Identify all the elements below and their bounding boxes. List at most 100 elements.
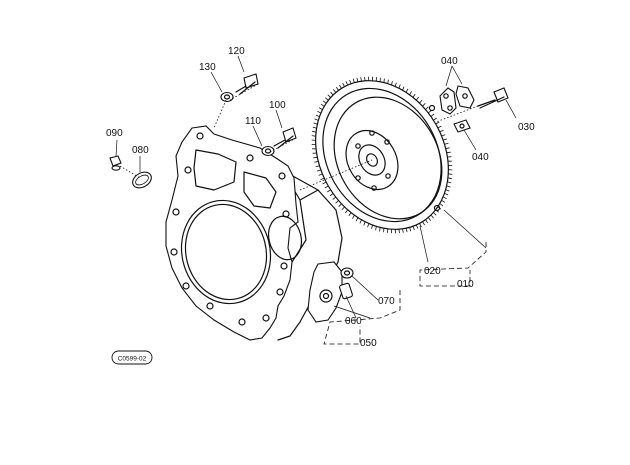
cover-bolt — [339, 282, 353, 300]
lock-plate-hole — [447, 105, 453, 111]
flywheel-bolt-030-shank — [477, 96, 505, 109]
flywheel-hub-bore — [358, 144, 386, 176]
housing-cutout — [243, 171, 277, 209]
label-110: 110 — [245, 116, 261, 127]
part-labels: 120 130 100 110 090 080 040 030 040 020 … — [106, 46, 535, 349]
flywheel-bolt-hole — [371, 185, 377, 191]
flywheel-bolt-030-head — [493, 87, 509, 103]
plug-bolt-090-collar — [111, 165, 121, 171]
washer-130 — [220, 91, 234, 103]
housing-cutout — [193, 149, 237, 191]
washer-110-hole — [264, 148, 272, 154]
bracket-050 — [323, 290, 401, 345]
center-axis-line — [299, 159, 373, 191]
washer-130-hole — [223, 94, 231, 100]
bracket-010 — [419, 242, 487, 287]
leader-lines — [115, 55, 517, 319]
leader-060 — [345, 295, 357, 319]
flywheel-bolt-hole — [384, 139, 390, 145]
lock-plate-040-upper — [439, 87, 457, 115]
label-050: 050 — [360, 338, 377, 349]
housing-bolt-hole — [170, 248, 178, 256]
cover-plug-080-inner — [135, 174, 149, 186]
cover-washer-hole — [343, 270, 351, 276]
housing-bolt-hole — [182, 282, 190, 290]
flywheel-ring-gear-teeth — [311, 76, 453, 234]
label-040-lower: 040 — [472, 152, 489, 163]
label-070: 070 — [378, 296, 395, 307]
housing-bolt-hole — [184, 166, 192, 174]
cover-assembly — [307, 261, 354, 323]
housing-bolt-hole — [238, 318, 246, 326]
bolt-100-shank — [273, 135, 294, 149]
lock-plate-hole — [462, 93, 468, 99]
cover-plug-080 — [132, 171, 152, 189]
leader-100 — [275, 109, 283, 129]
flywheel-bolt-hole — [369, 130, 375, 136]
label-040-upper: 040 — [441, 56, 458, 67]
housing-main-bore-inner — [184, 203, 268, 301]
drawing-code: C0599-02 — [118, 356, 147, 363]
leader-040-lower — [463, 129, 477, 151]
drawing-code-tag: C0599-02 — [111, 350, 153, 365]
bolt-120-axis — [229, 83, 259, 101]
housing-bolt-hole — [282, 210, 290, 218]
assembly-lines — [119, 83, 479, 191]
bolt-030-axis — [435, 105, 479, 123]
housing-flange — [165, 125, 299, 341]
housing-bolt-hole — [262, 314, 270, 322]
housing-main-bore — [180, 199, 272, 305]
bolt-120-axis-ext — [213, 99, 227, 129]
leader-110 — [252, 125, 263, 147]
leader-130 — [210, 71, 223, 93]
housing-bolt-hole — [280, 262, 288, 270]
cover-hole-inner — [322, 292, 330, 300]
flywheel-bolt-hole — [385, 173, 391, 179]
group-brackets — [323, 209, 487, 345]
flywheel-bolts — [439, 85, 509, 133]
label-130: 130 — [199, 62, 216, 73]
label-010: 010 — [457, 279, 474, 290]
leader-040-upper-b — [451, 65, 463, 85]
bracket-050-lead — [333, 305, 371, 319]
bracket-010-lead — [443, 209, 487, 249]
label-060: 060 — [345, 316, 362, 327]
cover-plate — [307, 261, 343, 323]
lock-plate-hole — [443, 93, 449, 99]
lock-plate-hole — [459, 123, 465, 129]
bolt-120-shank — [235, 81, 256, 95]
cover-washer — [340, 267, 354, 279]
flywheel-pin-hole — [433, 204, 441, 212]
housing-back-shell — [205, 131, 343, 341]
label-100: 100 — [269, 100, 286, 111]
label-080: 080 — [132, 145, 149, 156]
housing-bolt-hole — [172, 208, 180, 216]
label-090: 090 — [106, 128, 123, 139]
washer-110 — [261, 145, 275, 157]
housing-bolt-hole — [276, 288, 284, 296]
housing-bolt-hole — [206, 302, 214, 310]
leader-020 — [419, 225, 429, 263]
leader-070 — [351, 275, 379, 301]
cover-hole — [319, 289, 333, 303]
label-020: 020 — [424, 266, 441, 277]
flywheel-housing — [165, 125, 343, 341]
label-120: 120 — [228, 46, 245, 57]
flywheel-bolt-hole — [355, 143, 361, 149]
housing-starter-opening — [267, 215, 303, 261]
flywheel-outer-rim — [315, 80, 449, 230]
plug-axis — [119, 165, 141, 179]
flywheel-face-edge — [333, 96, 443, 220]
leader-040-upper-a — [445, 65, 453, 87]
housing-bolt-hole — [246, 154, 254, 162]
housing-bolt-hole — [196, 132, 204, 140]
flywheel-hub-outer — [345, 129, 399, 191]
label-030: 030 — [518, 122, 535, 133]
bolt-100-axis — [269, 137, 297, 153]
leader-120 — [237, 55, 245, 73]
leader-030 — [505, 99, 517, 119]
flywheel-bolt-hole — [355, 175, 361, 181]
lock-plate-040-lower — [453, 119, 471, 133]
